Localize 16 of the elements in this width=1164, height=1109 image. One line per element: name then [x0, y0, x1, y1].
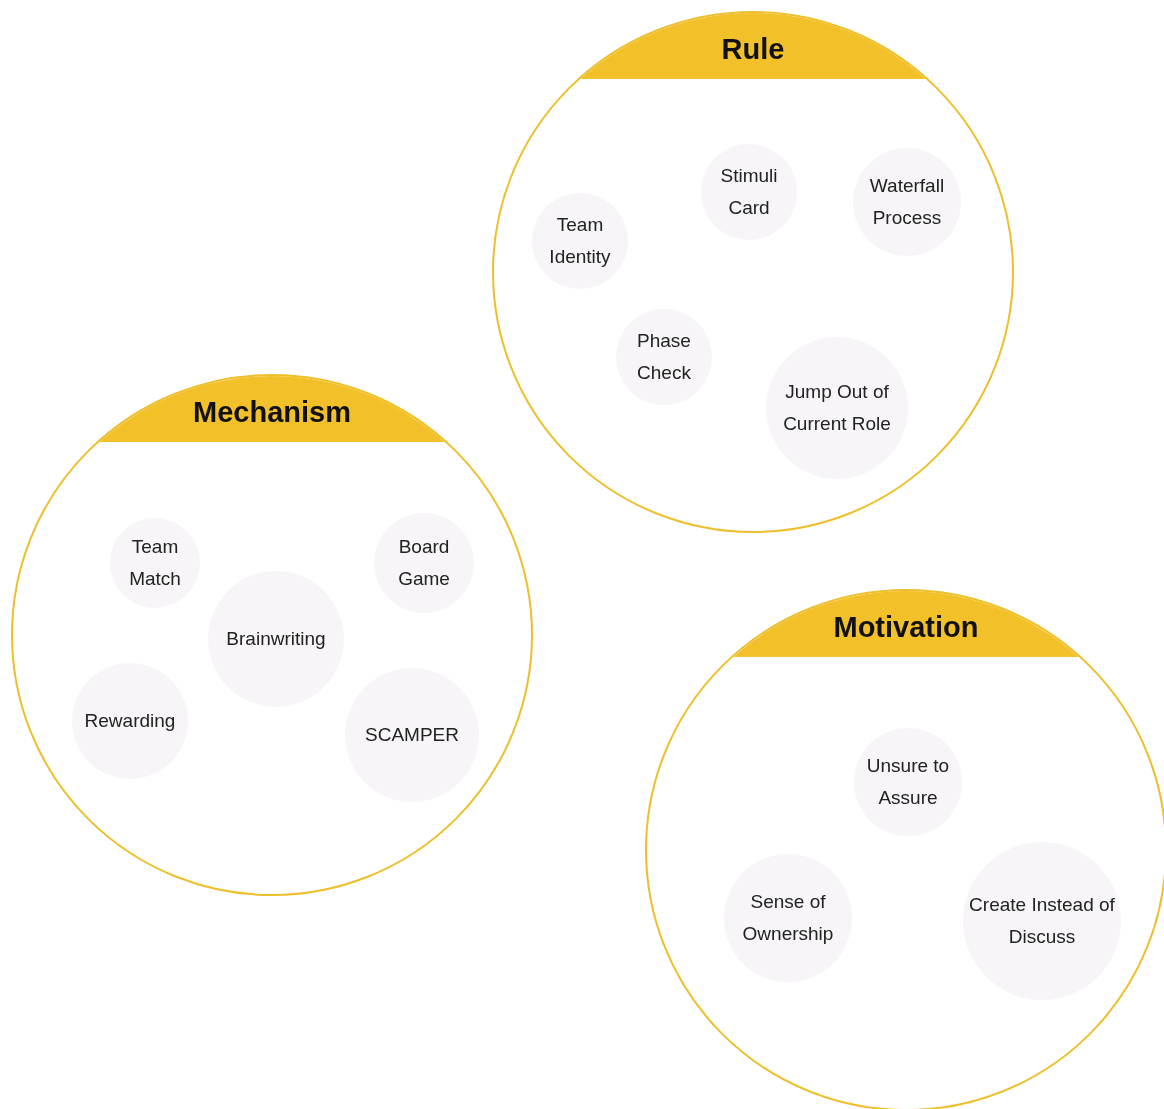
circle-title: Motivation	[833, 609, 979, 644]
bubble-label: Team Match	[128, 535, 182, 591]
bubble-label: Stimuli Card	[719, 164, 779, 220]
bubble-label: Waterfall Process	[868, 174, 946, 230]
bubble-label: Jump Out of Current Role	[782, 380, 892, 436]
bubble-label: Brainwriting	[225, 627, 327, 651]
bubble-label: SCAMPER	[364, 723, 460, 747]
bubble-label: Sense of Ownership	[741, 890, 835, 946]
bubble-label: Phase Check	[636, 329, 692, 385]
bubble-label: Team Identity	[548, 213, 612, 269]
circle-title: Mechanism	[193, 394, 351, 429]
bubble-label: Rewarding	[83, 709, 177, 733]
bubble-label: Board Game	[397, 535, 451, 591]
bubble-label: Create Instead of Discuss	[968, 893, 1116, 949]
circle-title: Rule	[721, 31, 785, 66]
bubble-label: Unsure to Assure	[865, 754, 951, 810]
